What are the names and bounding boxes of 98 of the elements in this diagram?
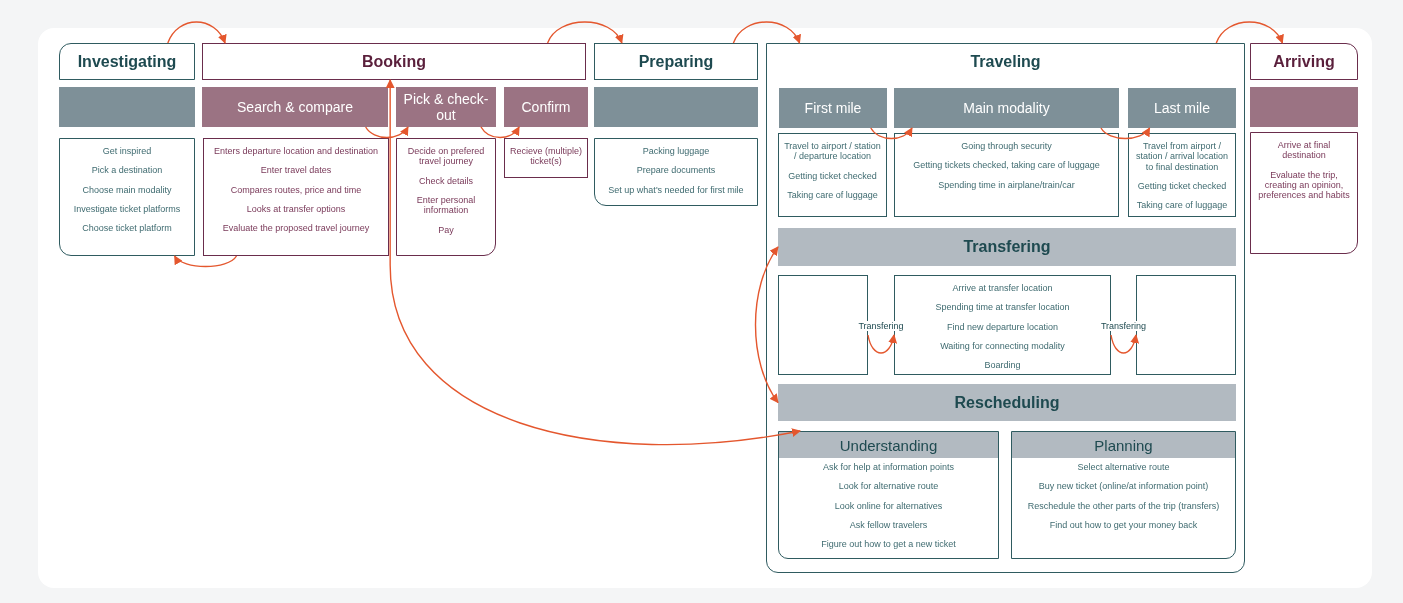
activity-text: Decide on prefered travel journey bbox=[406, 146, 486, 167]
curved-arrow bbox=[1215, 21, 1284, 44]
activity-text: Enter personal information bbox=[415, 195, 477, 216]
activity-text: Enters departure location and destination bbox=[212, 146, 380, 157]
curved-arrow bbox=[546, 21, 623, 44]
activity-text: Taking care of luggage bbox=[786, 190, 879, 201]
activity-text: Select alternative route bbox=[1076, 462, 1171, 473]
section-band bbox=[778, 228, 1236, 266]
stage-title: Booking bbox=[362, 52, 426, 71]
stage-panel bbox=[766, 43, 1245, 573]
phase-label: Main modality bbox=[962, 99, 1051, 117]
stage-header bbox=[59, 43, 195, 80]
section-band bbox=[778, 384, 1236, 421]
activity-text: Compares routes, price and time bbox=[229, 184, 363, 196]
activity-card bbox=[396, 138, 496, 256]
phase-label: First mile bbox=[803, 99, 863, 117]
activity-text: Spending time at transfer location bbox=[934, 302, 1071, 313]
section-title: Transfering bbox=[963, 238, 1051, 256]
phase-bar bbox=[504, 87, 588, 127]
phase-label: Search & compare bbox=[236, 98, 354, 116]
edge-label: Transfering bbox=[857, 321, 905, 331]
stage-title: Arriving bbox=[1273, 52, 1335, 71]
activity-card bbox=[894, 133, 1119, 217]
activity-text: Arrive at transfer location bbox=[951, 283, 1054, 294]
curved-arrow bbox=[870, 127, 913, 140]
curved-arrow bbox=[754, 246, 779, 404]
curved-arrow bbox=[867, 334, 897, 354]
activity-text: Travel from airport / station / arrival location to final destination bbox=[1134, 141, 1229, 173]
activity-text: Check details bbox=[418, 175, 474, 187]
activity-card bbox=[1250, 132, 1358, 254]
phase-bar bbox=[1128, 88, 1236, 128]
activity-text: Buy new ticket (online/at information point) bbox=[1037, 481, 1210, 492]
activity-card bbox=[504, 138, 588, 178]
phase-label: Last mile bbox=[1153, 99, 1211, 117]
activity-text: Pick a destination bbox=[90, 165, 164, 176]
activity-text: Looks at transfer options bbox=[245, 204, 347, 215]
activity-card bbox=[203, 138, 389, 256]
activity-text: Find out how to get your money back bbox=[1048, 520, 1199, 531]
phase-bar bbox=[396, 87, 496, 127]
activity-text: Packing luggage bbox=[641, 146, 711, 157]
curved-arrow bbox=[1100, 127, 1151, 140]
activity-text: Ask for help at information points bbox=[821, 462, 956, 473]
phase-label: Confirm bbox=[520, 98, 572, 116]
curved-arrow bbox=[732, 21, 801, 44]
activity-text: Getting tickets checked, taking care of luggage bbox=[912, 160, 1101, 171]
activity-text: Evaluate the proposed travel journey bbox=[221, 223, 371, 234]
activity-card bbox=[1011, 431, 1236, 559]
activity-text: Choose ticket platform bbox=[81, 223, 173, 234]
activity-text: Pay bbox=[437, 224, 455, 236]
activity-card bbox=[1128, 133, 1236, 217]
activity-text: Spending time in airplane/train/car bbox=[937, 179, 1076, 191]
phase-bar bbox=[894, 88, 1119, 128]
activity-text: Figure out how to get a new ticket bbox=[820, 539, 957, 550]
section-title: Rescheduling bbox=[954, 393, 1060, 412]
activity-text: Going through security bbox=[960, 141, 1053, 152]
stage-title: Preparing bbox=[638, 52, 714, 71]
stage-header bbox=[1250, 43, 1358, 80]
activity-text: Getting ticket checked bbox=[787, 170, 878, 182]
curved-arrow bbox=[173, 255, 238, 268]
phase-bar bbox=[59, 87, 195, 127]
section-title: Understanding bbox=[839, 436, 938, 454]
activity-text: Choose main modality bbox=[81, 184, 173, 196]
activity-text: Reschedule the other parts of the trip (transfers) bbox=[1026, 500, 1221, 512]
activity-text: Travel to airport / station / departure location bbox=[783, 141, 882, 162]
activity-text: Boarding bbox=[983, 360, 1022, 371]
stage-title: Traveling bbox=[969, 53, 1042, 71]
activity-text: Look for alternative route bbox=[837, 481, 940, 492]
activity-text: Taking care of luggage bbox=[1135, 200, 1229, 211]
activity-text: Look online for alternatives bbox=[833, 500, 944, 512]
activity-text: Ask fellow travelers bbox=[848, 520, 929, 531]
activity-card bbox=[778, 133, 887, 217]
activity-text: Enter travel dates bbox=[259, 165, 333, 176]
stage-header bbox=[202, 43, 586, 80]
phase-label: Pick & check-out bbox=[402, 90, 490, 124]
activity-card bbox=[594, 138, 758, 206]
activity-text: Prepare documents bbox=[635, 165, 717, 176]
activity-text: Get inspired bbox=[101, 146, 153, 157]
curved-arrow bbox=[365, 126, 409, 139]
activity-text: Arrive at final destination bbox=[1276, 140, 1332, 161]
stage-header bbox=[594, 43, 758, 80]
phase-bar bbox=[202, 87, 388, 127]
phase-bar bbox=[594, 87, 758, 127]
activity-text: Waiting for connecting modality bbox=[939, 341, 1066, 352]
activity-text: Recieve (multiple) ticket(s) bbox=[509, 146, 583, 167]
activity-text: Set up what's needed for first mile bbox=[607, 184, 745, 196]
activity-text: Getting ticket checked bbox=[1136, 181, 1228, 192]
section-title: Planning bbox=[1094, 436, 1153, 454]
activity-text: Investigate ticket platforms bbox=[72, 204, 182, 215]
edge-label: Transfering bbox=[1099, 321, 1148, 331]
activity-card bbox=[59, 138, 195, 256]
curved-arrow bbox=[167, 21, 226, 44]
activity-card bbox=[778, 431, 999, 559]
curved-arrow bbox=[385, 79, 801, 446]
phase-bar bbox=[779, 88, 887, 128]
stage-title: Investigating bbox=[77, 52, 177, 71]
curved-arrow bbox=[1110, 334, 1139, 354]
activity-text: Evaluate the trip, creating an opinion, preferences and habits bbox=[1257, 169, 1351, 201]
phase-bar bbox=[1250, 87, 1358, 127]
